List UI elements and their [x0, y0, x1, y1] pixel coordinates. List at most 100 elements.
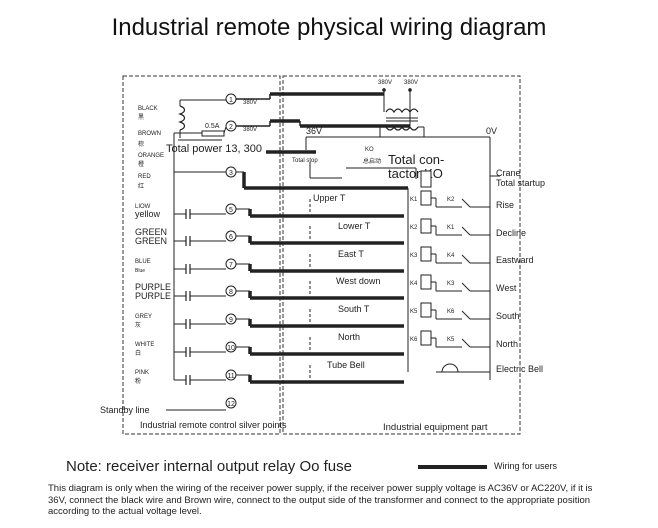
wire-label-red-cn: 红 [138, 182, 144, 190]
contact-label-1: K1 [447, 225, 455, 231]
relay-label-3: K4 [410, 281, 418, 287]
legend-label: Wiring for users [494, 461, 558, 471]
terminal-1-label: 1 [229, 97, 233, 104]
switch-label-1: Lower T [338, 221, 371, 231]
switch-label-6: Tube Bell [327, 360, 365, 370]
switch-label-3: West down [336, 276, 380, 286]
switch-label-5: North [338, 332, 360, 342]
contact-label-3: K3 [447, 281, 455, 287]
ko-cn-label: 总启动 [363, 157, 381, 165]
wire-label-black: BLACK [138, 106, 158, 112]
wire-label-black-cn: 黑 [138, 114, 144, 121]
contact-label-4: K6 [447, 309, 455, 315]
electric-bell-icon [441, 363, 459, 373]
contact-label-5: K5 [447, 337, 455, 343]
left-panel-label: Industrial remote control silver points [140, 420, 287, 430]
contact-label-2: K4 [447, 253, 455, 259]
standby-label: Standby line [100, 405, 150, 415]
terminal-12 [225, 397, 237, 409]
output-label-2: Decline [496, 228, 526, 238]
relay-contact-2 [461, 254, 471, 264]
output-label-3: Eastward [496, 255, 534, 265]
volt-380-a: 380V [243, 100, 257, 106]
terminal-2-label: 2 [229, 124, 233, 131]
wire-label-row-6: PINK [135, 370, 149, 376]
output-label-6: North [496, 339, 518, 349]
relay-contact-1 [461, 226, 471, 236]
transformer-primary [385, 108, 419, 114]
relay-label-1: K2 [410, 225, 418, 231]
receiver-note: Note: receiver internal output relay Oo … [66, 458, 352, 475]
terminal-row-6-label: 11 [227, 373, 234, 380]
wire-label-row-5: WHITE [135, 342, 154, 348]
wire-label-brown: BROWN [138, 131, 161, 137]
relay-coil-2 [420, 246, 432, 262]
fuse-to-2 [223, 126, 227, 134]
left-panel-border [122, 75, 281, 435]
wire-label-row-cn-2: Blue [135, 268, 145, 274]
terminal-row-3-label: 8 [229, 289, 233, 296]
fuse-label: 0.5A [205, 123, 220, 130]
terminal-12-label: 12 [227, 401, 235, 408]
terminal-row-0-label: 5 [229, 207, 233, 214]
total-contactor-label: Total con-tactor KO [388, 152, 444, 181]
volt-380-b: 380V [243, 127, 257, 133]
relay-contact-0 [461, 198, 471, 208]
wire-label-row-cn-1: GREEN [135, 236, 167, 246]
relay-coil-5 [420, 330, 432, 346]
relay-coil-1 [420, 218, 432, 234]
wire-label-row-cn-4: 灰 [135, 321, 141, 329]
total-power-label: Total power 13, 300 [166, 143, 262, 155]
wire-label-row-2: BLUE [135, 259, 151, 265]
relay-contact-5 [461, 338, 471, 348]
disclaimer-text: This diagram is only when the wiring of … [48, 483, 593, 517]
relay-label-0: K1 [410, 197, 418, 203]
output-label-7: Electric Bell [496, 364, 543, 374]
volt-380-d: 380V [404, 80, 418, 86]
terminal-row-1-label: 6 [229, 234, 233, 241]
relay-coil-0 [420, 190, 432, 206]
wire-label-orange-cn: 橙 [138, 160, 144, 168]
switch-label-4: South T [338, 304, 370, 314]
wire-label-orange: ORANGE [138, 153, 164, 159]
fuse-icon [201, 130, 225, 137]
output-label-4: West [496, 283, 517, 293]
wire-label-red: RED [138, 174, 151, 180]
transformer-secondary [385, 125, 419, 131]
wire-label-row-1: GREEN [135, 227, 167, 237]
output-label-1: Rise [496, 200, 514, 210]
volt-380-c: 380V [378, 80, 392, 86]
wire-label-brown-cn: 棕 [138, 140, 144, 148]
page-title: Industrial remote physical wiring diagra… [111, 14, 547, 41]
wire-label-row-cn-5: 白 [135, 349, 141, 357]
volt-36: 36V [306, 126, 322, 136]
right-panel-border [282, 75, 521, 435]
right-panel-label: Industrial equipment part [383, 422, 488, 433]
relay-coil-4 [420, 302, 432, 318]
wire-label-row-4: GREY [135, 314, 152, 320]
wire-label-row-cn-0: yellow [135, 209, 161, 219]
terminal-row-4-label: 9 [229, 317, 233, 324]
contact-label-0: K2 [447, 197, 455, 203]
top-dot-b [408, 88, 412, 92]
wire-label-row-cn-3: PURPLE [135, 291, 171, 301]
wire-label-row-3: PURPLE [135, 282, 171, 292]
relay-label-2: K3 [410, 253, 418, 259]
relay-coil-3 [420, 274, 432, 290]
relay-label-5: K6 [410, 337, 418, 343]
wire-label-row-cn-6: 粉 [135, 377, 141, 385]
switch-label-0: Upper T [313, 193, 346, 203]
ko-label: KO [365, 147, 374, 153]
contactor-ko [420, 170, 432, 188]
receiver-coil [178, 105, 186, 131]
wire-label-row-0: LIOW [135, 204, 151, 210]
terminal-row-2-label: 7 [229, 262, 233, 269]
output-label-5: South [496, 311, 520, 321]
relay-contact-4 [461, 310, 471, 320]
volt-0: 0V [486, 126, 497, 136]
top-dot-a [382, 88, 386, 92]
relay-label-4: K5 [410, 309, 418, 315]
total-stop-label: Total stop [292, 158, 318, 164]
